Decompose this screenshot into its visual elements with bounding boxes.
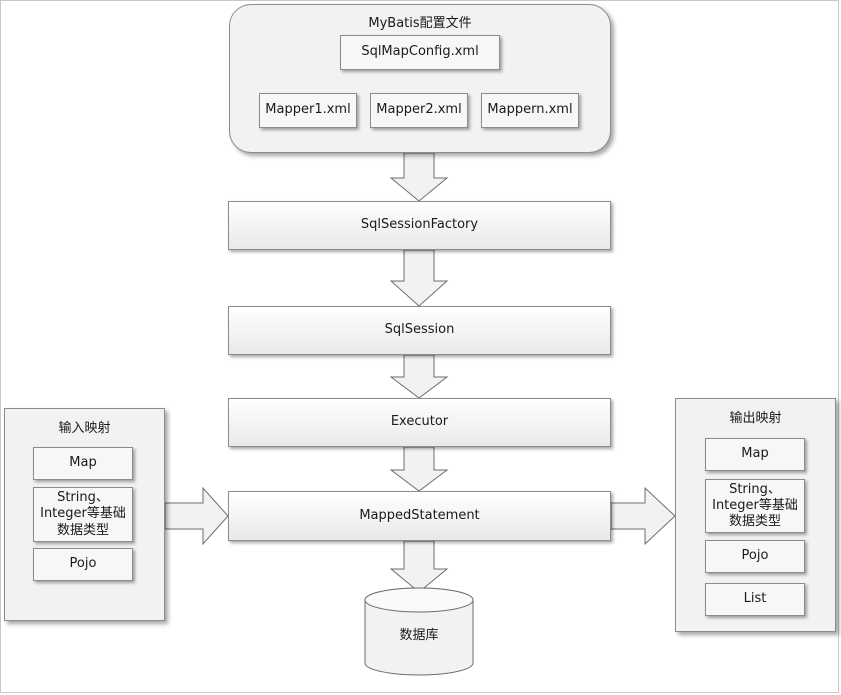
- arrow-config-to-factory: [389, 152, 449, 202]
- input-map-item: Map: [33, 447, 133, 480]
- arrow-session-to-executor: [389, 354, 449, 399]
- sqlmapconfig-file: SqlMapConfig.xml: [340, 35, 500, 70]
- mappedstatement-box: MappedStatement: [228, 491, 611, 541]
- output-list-item: List: [705, 583, 805, 616]
- arrow-input-to-statement: [164, 486, 229, 546]
- output-map-item: Map: [705, 438, 805, 471]
- arrow-statement-to-database: [389, 540, 449, 593]
- arrow-factory-to-session: [389, 249, 449, 307]
- executor-box: Executor: [228, 398, 611, 447]
- mapper2-file: Mapper2.xml: [370, 93, 468, 128]
- arrow-executor-to-statement: [389, 446, 449, 492]
- mybatis-config-title: MyBatis配置文件: [368, 16, 472, 31]
- input-mapping-title: 输入映射: [58, 421, 111, 436]
- database-cylinder-icon: [364, 587, 474, 676]
- sqlsession-box: SqlSession: [228, 306, 611, 355]
- mybatis-config-container: MyBatis配置文件: [229, 4, 611, 153]
- mappern-file: Mappern.xml: [481, 93, 579, 128]
- input-mapping-container: 输入映射: [4, 408, 165, 621]
- output-string-integer-item: String、 Integer等基础 数据类型: [705, 479, 805, 533]
- database-label: 数据库: [399, 628, 439, 643]
- arrow-statement-to-output: [610, 486, 676, 546]
- mapper1-file: Mapper1.xml: [259, 93, 357, 128]
- input-string-integer-item: String、 Integer等基础 数据类型: [33, 487, 133, 542]
- output-mapping-title: 输出映射: [729, 411, 782, 426]
- sqlsessionfactory-box: SqlSessionFactory: [228, 201, 611, 250]
- input-pojo-item: Pojo: [33, 548, 133, 581]
- output-pojo-item: Pojo: [705, 540, 805, 573]
